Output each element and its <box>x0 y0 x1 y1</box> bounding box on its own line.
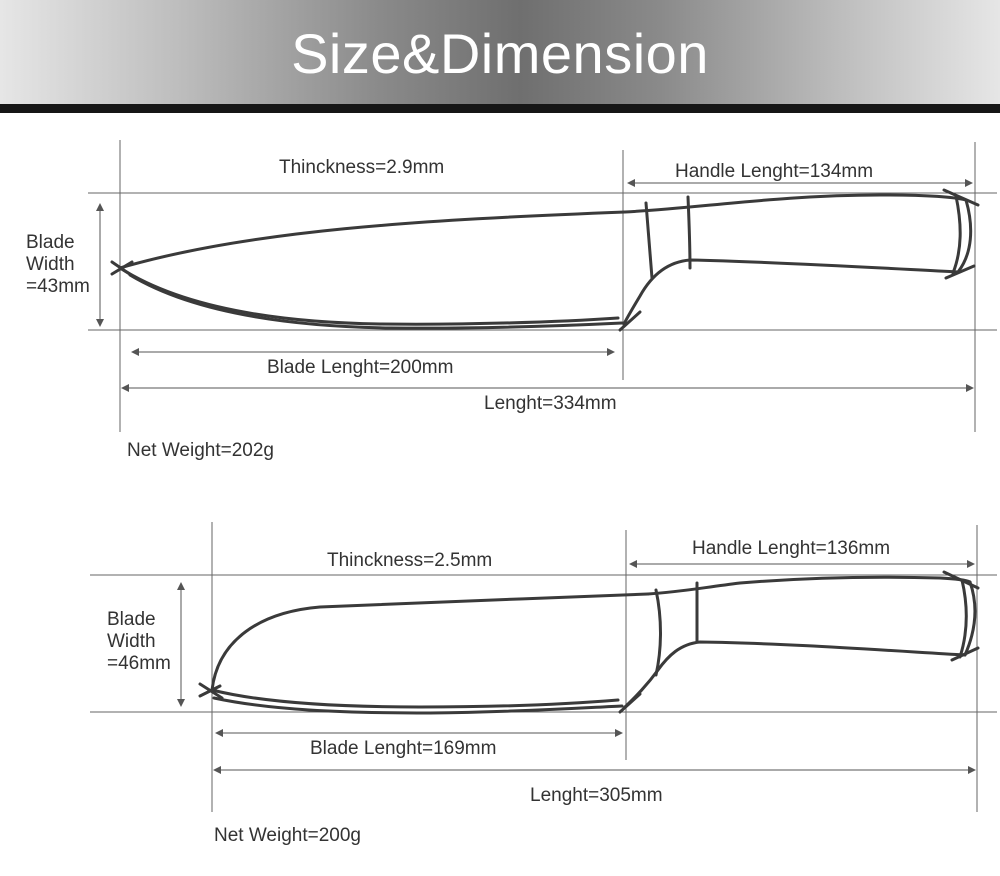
knife-2-reference-lines <box>90 522 997 812</box>
knife-1-blade-width-line-1: Blade <box>26 232 75 253</box>
header-divider <box>0 104 1000 113</box>
knife-1-blade-width-label: Blade Width =43mm <box>26 232 90 298</box>
knife-2-handle-length-label: Handle Lenght=136mm <box>692 538 891 559</box>
knife-2-blade-width-label: Blade Width =46mm <box>107 609 171 675</box>
page-title: Size&Dimension <box>291 22 709 85</box>
knife-1-total-length-label: Lenght=334mm <box>484 393 617 414</box>
knife-2-drawing <box>90 522 997 812</box>
knife-2-net-weight-label: Net Weight=200g <box>214 825 361 846</box>
knife-1-drawing <box>88 140 997 432</box>
knife-1-handle-length-label: Handle Lenght=134mm <box>675 161 874 182</box>
knife-1-outline <box>110 188 980 332</box>
header-banner <box>0 0 1000 104</box>
knife-2-thickness-label: Thinckness=2.5mm <box>327 550 493 571</box>
knife-2-blade-width-line-1: Blade <box>107 609 156 630</box>
knife-2-blade-width-line-3: =46mm <box>107 653 171 674</box>
knife-2-outline <box>198 570 980 715</box>
knife-1-blade-width-line-3: =43mm <box>26 276 90 297</box>
knife-1-dimension-arrows <box>96 179 974 392</box>
knife-1-thickness-label: Thinckness=2.9mm <box>279 157 445 178</box>
knife-1-net-weight-label: Net Weight=202g <box>127 440 274 461</box>
knife-2-dimension-arrows <box>177 560 976 774</box>
knife-1-reference-lines <box>88 140 997 432</box>
knife-1-blade-length-label: Blade Lenght=200mm <box>267 357 454 378</box>
knife-2-blade-width-line-2: Width <box>107 631 156 652</box>
knife-2-blade-length-label: Blade Lenght=169mm <box>310 738 497 759</box>
knife-2-total-length-label: Lenght=305mm <box>530 785 663 806</box>
knife-1-blade-width-line-2: Width <box>26 254 75 275</box>
